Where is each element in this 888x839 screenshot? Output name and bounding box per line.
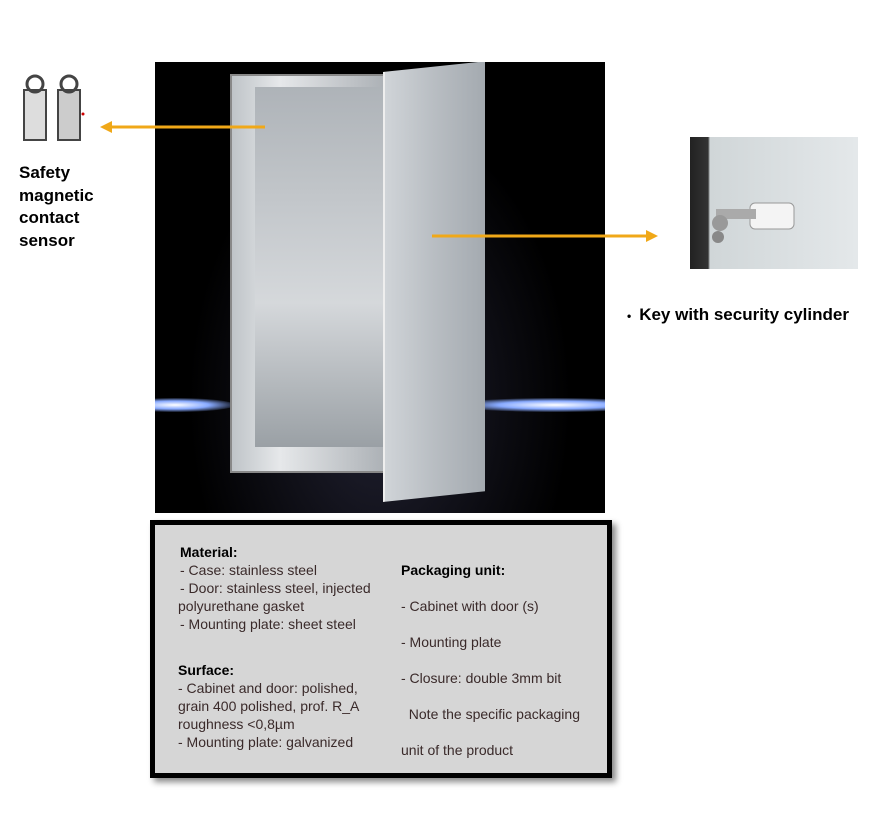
spec-line: grain 400 polished, prof. R_A xyxy=(178,698,360,714)
spec-line: - Mounting plate: galvanized xyxy=(178,734,354,750)
surface-section: Surface: - Cabinet and door: polished, g… xyxy=(178,661,359,751)
sensor-label-line: magnetic xyxy=(19,185,94,205)
material-section: Material: - Case: stainless steel - Door… xyxy=(178,543,371,633)
key-label: • Key with security cylinder xyxy=(627,305,849,325)
sensor-label-line: sensor xyxy=(19,230,75,250)
bullet: • xyxy=(627,309,632,323)
cabinet-image xyxy=(155,62,605,513)
section-heading: Material: xyxy=(180,544,238,560)
spec-line: unit of the product xyxy=(401,742,514,758)
sensor-label-line: contact xyxy=(19,208,80,227)
section-heading: Packaging unit: xyxy=(401,562,506,578)
key-label-text: Key with security cylinder xyxy=(639,305,849,324)
sensor-icon xyxy=(20,72,90,144)
spec-line: - Cabinet with door (s) xyxy=(401,598,539,614)
spec-line: - Cabinet and door: polished, xyxy=(178,680,358,696)
sensor-label-line: Safety xyxy=(19,163,71,182)
key-icon xyxy=(712,202,795,243)
section-heading: Surface: xyxy=(178,662,235,678)
spec-line: - Case: stainless steel xyxy=(180,562,317,578)
arrow-to-key xyxy=(432,230,658,242)
key-cylinder-image xyxy=(690,137,858,269)
sensor-label: Safety magnetic contact sensor xyxy=(19,162,94,252)
spec-line: - Closure: double 3mm bit xyxy=(401,670,562,686)
spec-line: - Mounting plate xyxy=(401,634,502,650)
spec-line: polyurethane gasket xyxy=(178,598,305,614)
magnetic-sensor-icon xyxy=(23,74,85,141)
spec-line: roughness <0,8µm xyxy=(178,716,295,732)
specification-box: Material: - Case: stainless steel - Door… xyxy=(150,520,612,778)
arrow-to-sensor xyxy=(100,121,265,133)
spec-line: - Mounting plate: sheet steel xyxy=(180,616,356,632)
spec-line: - Door: stainless steel, injected xyxy=(180,580,371,596)
spec-line: Note the specific packaging xyxy=(401,706,580,722)
packaging-section: Packaging unit: - Cabinet with door (s) … xyxy=(401,543,580,777)
